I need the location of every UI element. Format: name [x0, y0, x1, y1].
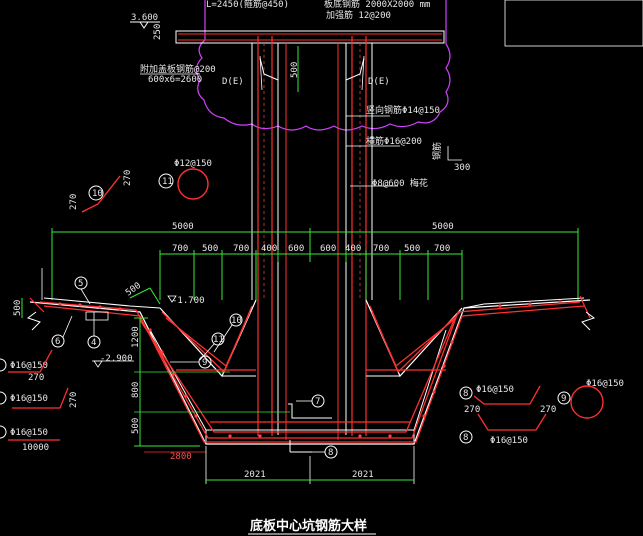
- bar-3-len: 10000: [22, 443, 49, 453]
- top-note-3: 加强筋 12@200: [326, 9, 391, 21]
- left-note-1: 附加盖板钢筋@200: [140, 63, 216, 75]
- mark-5: 5: [78, 279, 83, 289]
- mark-6: 6: [55, 337, 60, 347]
- callout-11: 11: [162, 177, 173, 187]
- dim-half-left: 5000: [172, 222, 194, 232]
- rebar-note-3: Φ8@600 梅花: [372, 177, 428, 189]
- dim-seg-1: 700: [172, 244, 188, 254]
- wall-dim: 500: [290, 62, 300, 78]
- dim-bottom-left: 2021: [244, 470, 266, 480]
- bar-3: Φ16@150: [10, 428, 48, 438]
- dim-seg-4: 400: [261, 244, 277, 254]
- elev-mid: -1.700: [172, 296, 205, 306]
- rebar-note-2: 横筋Φ16@200: [366, 135, 422, 147]
- dim-half-right: 5000: [432, 222, 454, 232]
- pit-outer-profile: [29, 299, 591, 445]
- dim-seg-7: 400: [345, 244, 361, 254]
- shallow-pit-left: [159, 299, 257, 378]
- dim-seg-6: 600: [320, 244, 336, 254]
- rebar-dots: [58, 300, 562, 438]
- callout-10-len: 270: [123, 170, 133, 186]
- left-note-2: 600x6=2600: [148, 75, 202, 85]
- rebar-note-1: 竖向钢筋Φ14@150: [366, 104, 440, 116]
- dim-v1: 1200: [131, 326, 141, 348]
- section-left: D(E): [222, 77, 244, 87]
- mark-11: 11: [213, 335, 224, 345]
- dim-v3: 500: [131, 418, 141, 434]
- segment-ticks: [159, 250, 463, 300]
- mark-8b: 8: [463, 389, 468, 399]
- bar-a-right: 270: [540, 405, 556, 415]
- mark-8: 8: [328, 448, 333, 458]
- mark-9: 9: [202, 358, 207, 368]
- top-note-2: 板底钢筋 2000X2000 mm: [324, 0, 430, 10]
- callout-10: 10: [92, 189, 103, 199]
- elev-low: -2.900: [100, 354, 133, 364]
- bar-a: Φ16@150: [476, 385, 514, 395]
- dim-bottom-right: 2021: [352, 470, 374, 480]
- revision-cloud: [195, 0, 451, 131]
- bar-c: Φ16@150: [586, 379, 624, 389]
- left-edge-dim: 500: [13, 300, 23, 316]
- elevation-top: 3.600: [131, 13, 158, 23]
- mark-9b: 9: [561, 394, 566, 404]
- callout-11-bar: Φ12@150: [174, 159, 212, 169]
- dim-seg-2: 500: [202, 244, 218, 254]
- bar-2: Φ16@150: [10, 394, 48, 404]
- mark-4: 4: [91, 338, 96, 348]
- mark-7: 7: [315, 397, 320, 407]
- bar-1: Φ16@150: [10, 361, 48, 371]
- dim-seg-3: 700: [233, 244, 249, 254]
- top-note: L=2450(箍筋@450): [206, 0, 289, 10]
- bar-b: Φ16@150: [490, 436, 528, 446]
- dim-seg-10: 700: [434, 244, 450, 254]
- base-rebars: [39, 301, 585, 443]
- side-dim: 300: [454, 163, 470, 173]
- bar-2-len: 270: [69, 392, 79, 408]
- mark-10: 10: [231, 316, 242, 326]
- dim-seg-9: 500: [404, 244, 420, 254]
- mark-8c: 8: [463, 433, 468, 443]
- bar-a-left: 270: [464, 405, 480, 415]
- section-right: D(E): [368, 77, 390, 87]
- dim-base-w: 2800: [170, 452, 192, 462]
- slab-dim: 250: [153, 24, 163, 40]
- dim-seg-8: 700: [373, 244, 389, 254]
- drawing-title: 底板中心坑钢筋大样: [250, 518, 367, 534]
- shallow-pit-right: [365, 299, 463, 378]
- dim-seg-5: 600: [288, 244, 304, 254]
- top-slab: [175, 30, 445, 44]
- bar-1-len: 270: [28, 373, 44, 383]
- side-mark: 钢筋: [431, 142, 443, 160]
- callout-10-h: 270: [69, 194, 79, 210]
- dim-v2: 800: [131, 382, 141, 398]
